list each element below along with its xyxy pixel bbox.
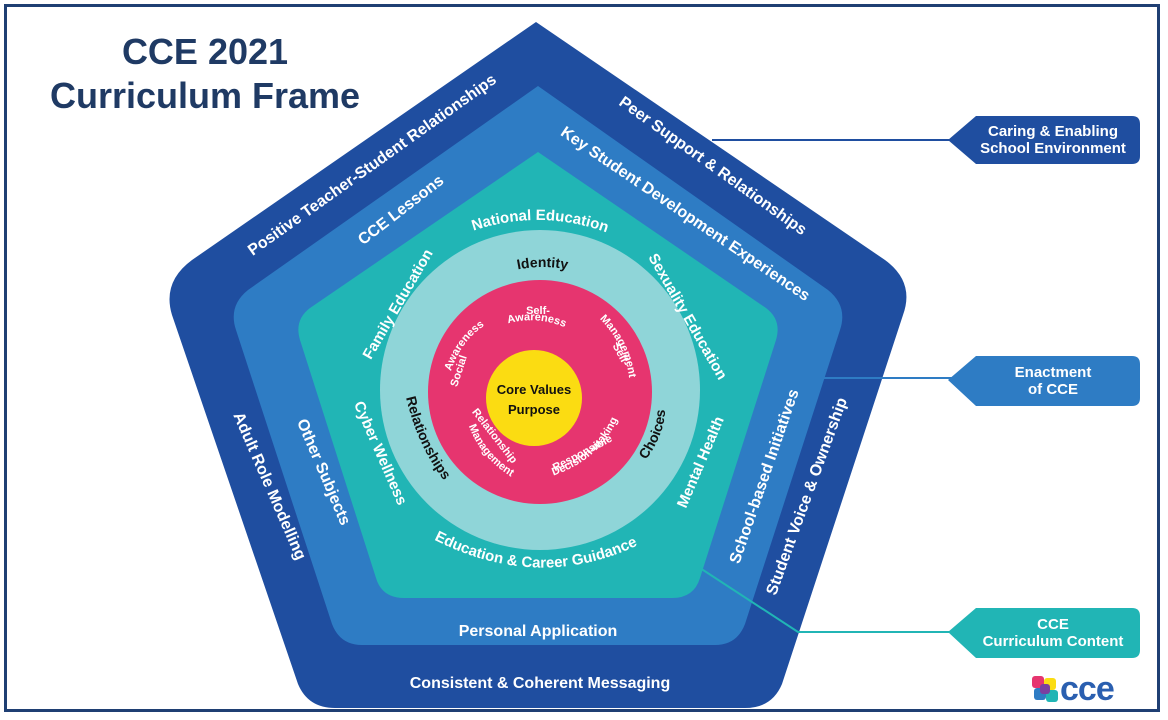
cce-logo-text: cce bbox=[1060, 670, 1115, 708]
self-awareness-line-1: Self- bbox=[526, 305, 550, 317]
image-frame bbox=[4, 4, 1160, 712]
content-tag-line-2: Curriculum Content bbox=[982, 633, 1124, 650]
content-tag-shape bbox=[948, 608, 1140, 658]
cce-logo: cce bbox=[1030, 670, 1140, 708]
core-label-line-1: Core Values bbox=[497, 382, 571, 397]
diagram-title: CCE 2021 Curriculum Frame bbox=[40, 30, 370, 118]
enactment-tag: Enactment of CCE bbox=[966, 356, 1140, 406]
cce-logo-mark-icon bbox=[1032, 676, 1058, 702]
caring-tag-line-2: School Environment bbox=[980, 140, 1126, 157]
enactment-tag-shape bbox=[948, 356, 1140, 406]
caring-tag-shape bbox=[948, 116, 1140, 164]
caring-tag-line-1: Caring & Enabling bbox=[987, 123, 1118, 140]
circle-label-identity: Identity bbox=[515, 254, 569, 272]
title-line-1: CCE 2021 bbox=[121, 31, 289, 72]
curriculum-content-tag: CCE Curriculum Content bbox=[966, 608, 1140, 658]
enactment-tag-line-2: of CCE bbox=[1028, 381, 1078, 398]
middle-label-bottom: Personal Application bbox=[459, 623, 618, 640]
content-connector bbox=[699, 567, 952, 633]
core-label-line-2: Purpose bbox=[508, 402, 560, 417]
core-circle bbox=[486, 350, 582, 446]
enactment-tag-line-1: Enactment bbox=[1014, 364, 1092, 381]
outer-label-bottom: Consistent & Coherent Messaging bbox=[410, 675, 670, 692]
title-line-2: Curriculum Frame bbox=[49, 75, 361, 116]
content-tag-line-1: CCE bbox=[1037, 616, 1069, 633]
caring-enabling-tag: Caring & Enabling School Environment bbox=[966, 116, 1140, 164]
